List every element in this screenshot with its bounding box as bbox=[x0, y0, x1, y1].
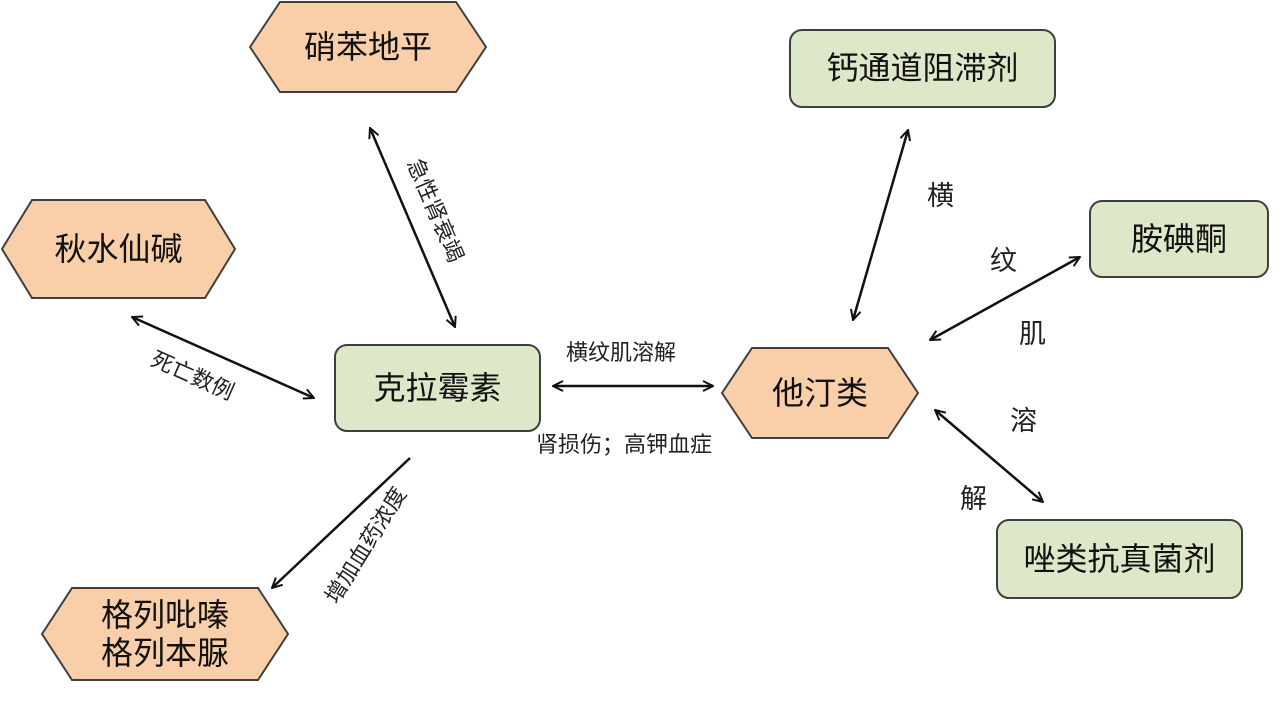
edge-statins-azoles bbox=[935, 410, 1043, 502]
vertical-char-4: 溶 bbox=[1010, 406, 1037, 437]
vertical-char-2: 纹 bbox=[990, 246, 1017, 277]
edge-label-renal-hyperkalemia: 肾损伤；高钾血症 bbox=[536, 433, 713, 458]
node-sulfonylureas-shape bbox=[40, 587, 290, 681]
edge-statins-ccb bbox=[853, 130, 908, 320]
node-azoles-shape bbox=[996, 519, 1243, 599]
vertical-char-1: 横 bbox=[927, 181, 954, 212]
node-nifedipine-shape bbox=[248, 1, 488, 93]
edge-clarithromycin-sulfonylureas bbox=[272, 457, 411, 588]
node-ccb-shape bbox=[789, 29, 1056, 108]
node-statins-shape bbox=[720, 347, 920, 439]
edge-clarithromycin-colchicine bbox=[132, 317, 314, 398]
vertical-char-5: 解 bbox=[960, 484, 987, 515]
node-amiodarone-shape bbox=[1089, 200, 1269, 278]
node-clarithromycin-shape bbox=[334, 344, 541, 432]
vertical-char-3: 肌 bbox=[1019, 319, 1046, 350]
edge-label-rhabdomyolysis: 横纹肌溶解 bbox=[566, 341, 677, 366]
edge-clarithromycin-nifedipine bbox=[370, 128, 455, 327]
node-colchicine-shape bbox=[0, 199, 237, 299]
edge-statins-amiodarone bbox=[930, 255, 1080, 342]
